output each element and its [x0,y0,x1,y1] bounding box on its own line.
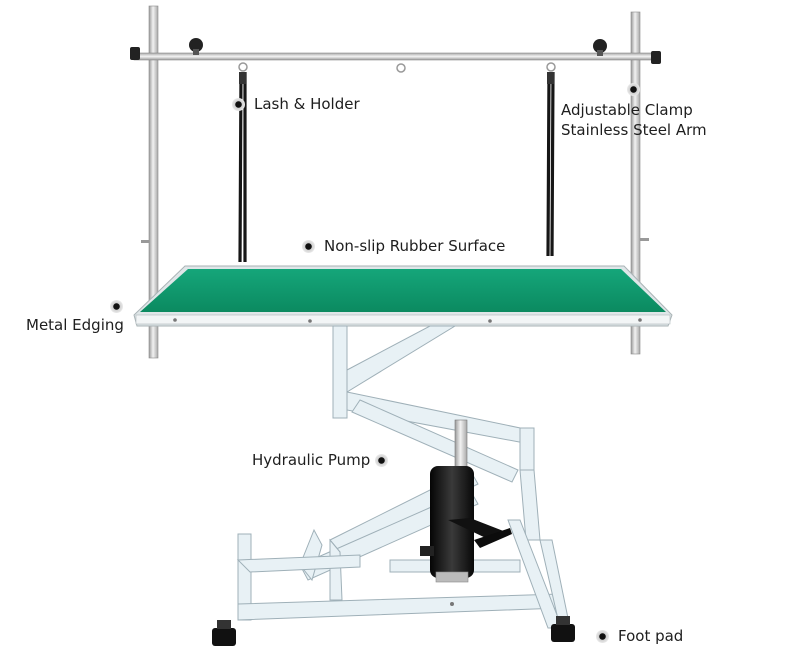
base-frame [236,519,571,629]
grooming-lashes [238,62,556,263]
callout-hydraulic-pump: Hydraulic Pump [252,450,389,470]
hydraulic-pump-body [420,419,512,583]
callout-dot-icon [627,83,640,96]
callout-dot-icon [375,453,389,467]
adjustable-clamp-knobs [130,38,661,64]
callout-dot-icon [232,97,245,111]
callout-label: Lash & Holder [254,95,360,113]
callout-non-slip-surface: Non-slip Rubber Surface [302,236,505,256]
callout-lash-holder: Lash & Holder [232,94,360,114]
callout-adjustable-clamp: Adjustable Clamp Stainless Steel Arm [561,83,707,140]
callout-foot-pad: Foot pad [596,626,683,646]
callout-label: Non-slip Rubber Surface [324,237,506,255]
callout-metal-edging: Metal Edging [26,300,124,335]
foot-pads [212,616,575,646]
callout-label: Hydraulic Pump [252,451,371,469]
callout-label: Metal Edging [26,316,124,334]
callout-label: Foot pad [618,627,684,645]
callout-label-line1: Adjustable Clamp [561,101,693,119]
callout-dot-icon [110,300,123,313]
callout-dot-icon [596,629,609,643]
tabletop [133,265,673,327]
callout-label-line2: Stainless Steel Arm [561,121,707,139]
callout-dot-icon [302,239,315,253]
